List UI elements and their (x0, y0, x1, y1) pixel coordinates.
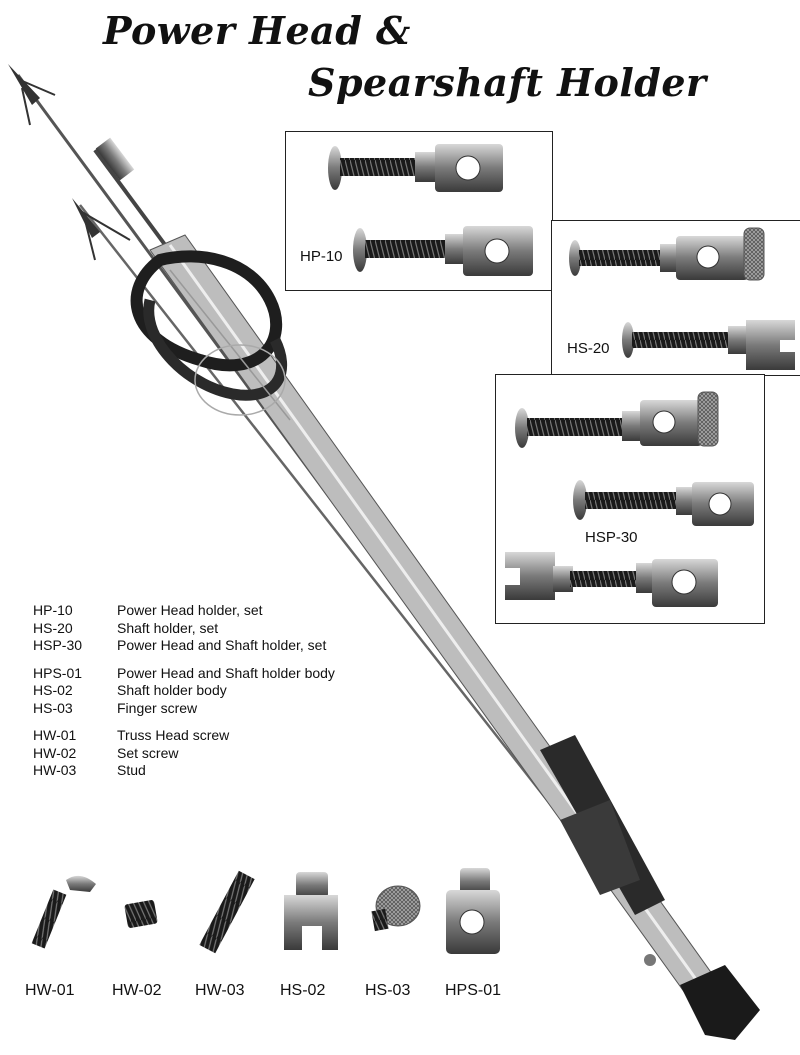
legend-row: HP-10 Power Head holder, set (33, 602, 335, 620)
legend-code: HPS-01 (33, 664, 83, 681)
hps01-part (446, 868, 500, 954)
hsp30-label: HSP-30 (585, 529, 638, 546)
legend-code: HS-02 (33, 682, 73, 698)
legend-row: HSP-30 Power Head and Shaft holder, set (33, 637, 335, 655)
legend-code: HP-10 (33, 602, 73, 618)
part-label-hs03: HS-03 (365, 982, 411, 999)
legend-desc: Power Head holder, set (117, 602, 263, 618)
legend-row: HS-20 Shaft holder, set (33, 620, 335, 638)
hsp30-screw-top (515, 391, 719, 448)
title-line-2: Spearshaft Holder (308, 60, 707, 105)
hp10-label: HP-10 (300, 248, 343, 265)
hsp30-screw-middle (573, 480, 754, 526)
hp10-screw-top (328, 144, 503, 192)
part-label-hs02: HS-02 (280, 982, 326, 999)
hs20-screw-top (569, 227, 765, 281)
hs02-part (284, 872, 338, 950)
hs03-part (371, 885, 421, 932)
legend-row: HW-01 Truss Head screw (33, 727, 335, 745)
legend-code: HS-03 (33, 699, 73, 716)
legend-code: HS-20 (33, 619, 73, 636)
hw01-part (31, 875, 96, 949)
legend-desc: Set screw (117, 744, 179, 761)
part-label-hw02: HW-02 (112, 982, 162, 999)
legend-code: HSP-30 (33, 637, 83, 653)
hw03-part (199, 870, 255, 954)
legend-desc: Shaft holder, set (117, 619, 219, 636)
hs20-screw-bottom (622, 320, 795, 370)
legend-desc: Stud (117, 762, 146, 778)
part-label-hw03: HW-03 (195, 982, 245, 999)
title-line-1: Power Head & (103, 8, 411, 53)
legend-code: HW-03 (33, 762, 77, 778)
speargun-image (8, 64, 760, 1040)
part-label-hw01: HW-01 (25, 982, 75, 999)
hw02-part (124, 900, 158, 928)
hs20-label: HS-20 (567, 340, 610, 357)
legend-desc: Power Head and Shaft holder body (117, 664, 335, 681)
legend-row: HPS-01 Power Head and Shaft holder body (33, 665, 335, 683)
legend-row: HS-03 Finger screw (33, 700, 335, 718)
legend-desc: Power Head and Shaft holder, set (117, 637, 327, 653)
part-label-hps01: HPS-01 (445, 982, 502, 999)
legend-code: HW-01 (33, 727, 77, 743)
legend-row: HW-02 Set screw (33, 745, 335, 763)
legend-code: HW-02 (33, 744, 77, 761)
legend-row: HW-03 Stud (33, 762, 335, 780)
legend-desc: Finger screw (117, 699, 198, 716)
hp10-screw-bottom (353, 226, 533, 276)
hsp30-screw-bottom (505, 552, 718, 607)
legend-desc: Shaft holder body (117, 682, 227, 698)
legend-desc: Truss Head screw (117, 727, 230, 743)
legend-row: HS-02 Shaft holder body (33, 682, 335, 700)
